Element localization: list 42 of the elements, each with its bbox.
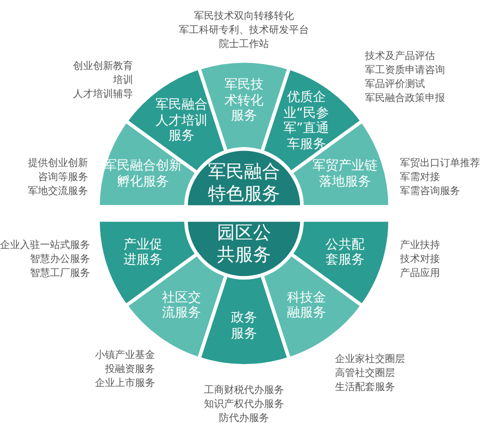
segment-label: 军民融合人才培训服务 bbox=[154, 98, 209, 145]
service-item: 智慧工厂服务 bbox=[30, 267, 90, 281]
service-item: 企业入驻一站式服务 bbox=[0, 239, 90, 253]
service-item: 知识产权代办服务 bbox=[204, 398, 284, 412]
service-item: 创业创新教育 bbox=[73, 60, 133, 74]
service-item: 军品评价测试 bbox=[365, 78, 425, 92]
segment-label: 政务服务 bbox=[230, 310, 258, 342]
service-item: 智慧办公服务 bbox=[30, 253, 90, 267]
service-item: 小镇产业基金 bbox=[95, 349, 155, 363]
segment-label: 军民融合特色服务 bbox=[207, 161, 281, 205]
service-item: 人才培训辅导 bbox=[73, 88, 133, 102]
service-item: 技术对接 bbox=[400, 253, 440, 267]
service-item: 企业家社交圈层 bbox=[335, 353, 405, 367]
service-item: 生活配套服务 bbox=[335, 381, 395, 395]
service-item: 军民技术双向转移转化 bbox=[194, 10, 294, 24]
service-item: 培训 bbox=[113, 74, 133, 88]
service-item: 军贸出口订单推荐 bbox=[400, 157, 480, 171]
segment-label: 园区公共服务 bbox=[216, 222, 272, 266]
service-item: 高管社交圈层 bbox=[335, 367, 395, 381]
segment-label: 军民技术转化服务 bbox=[223, 78, 264, 124]
service-item: 企业上市服务 bbox=[95, 377, 155, 391]
segment-label: 军贸产业链落地服务 bbox=[311, 158, 378, 190]
service-item: 军需对接 bbox=[400, 171, 440, 185]
service-item: 提供创业创新 bbox=[28, 157, 88, 171]
service-item: 院士工作站 bbox=[219, 38, 269, 52]
service-item: 产品应用 bbox=[400, 267, 440, 281]
service-item: 工商财税代办服务 bbox=[204, 384, 284, 398]
segment-label: 产业促进服务 bbox=[122, 237, 164, 268]
service-item: 军工资质申请咨询 bbox=[365, 64, 445, 78]
segment-label: 科技金融服务 bbox=[286, 290, 327, 322]
service-item: 技术及产品评估 bbox=[365, 50, 435, 64]
service-item: 军工科研专利、技术研发平台 bbox=[179, 24, 309, 38]
service-item: 防代办服务 bbox=[219, 412, 269, 423]
service-item: 投融资服务 bbox=[105, 363, 155, 377]
service-item: 产业扶持 bbox=[400, 239, 440, 253]
service-item: 咨询等服务 bbox=[38, 171, 88, 185]
segment-label: 公共配套服务 bbox=[324, 237, 366, 268]
service-item: 军民融合政策申报 bbox=[365, 92, 445, 106]
segment-label: 优质企业“民参军”直通车服务 bbox=[282, 90, 330, 152]
segment-label: 社区交流服务 bbox=[161, 290, 202, 322]
service-item: 军需咨询服务 bbox=[400, 185, 460, 199]
service-item: 军地交流服务 bbox=[28, 185, 88, 199]
